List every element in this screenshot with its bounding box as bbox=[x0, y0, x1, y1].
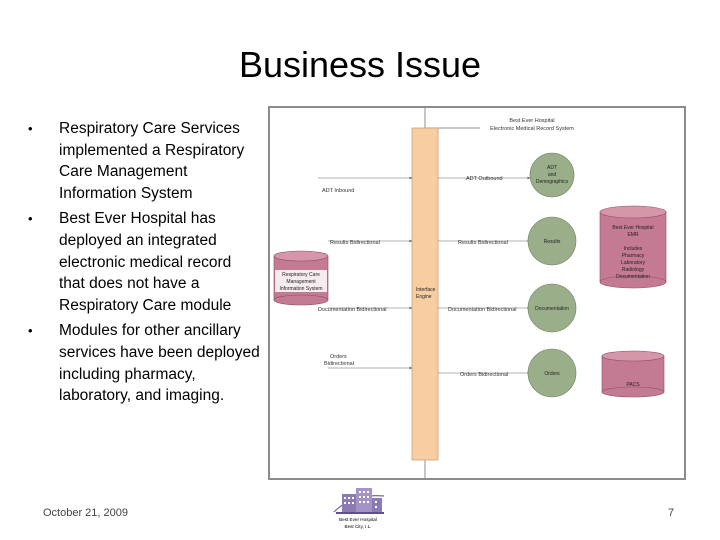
right-orders-label: Orders Bidirectional bbox=[460, 372, 508, 378]
pacs-label: PACS bbox=[626, 382, 640, 388]
bullet-text: Respiratory Care Services implemented a … bbox=[59, 120, 245, 202]
adt-module-line3: Demographics bbox=[536, 179, 569, 185]
right-documentation-label: Documentation Bidirectional bbox=[448, 307, 516, 313]
bullet-text: Best Ever Hospital has deployed an integ… bbox=[59, 210, 232, 314]
rcmis-label-line3: Information System bbox=[279, 286, 322, 292]
diagram-canvas: Best Ever Hospital Electronic Medical Re… bbox=[273, 108, 667, 478]
documentation-module-node bbox=[527, 283, 577, 333]
emr-title-line2: Electronic Medical Record System bbox=[490, 126, 574, 132]
bullet-text: Modules for other ancillary services hav… bbox=[59, 322, 260, 405]
left-results-label: Results Bidirectional bbox=[330, 240, 380, 246]
integration-diagram: Best Ever Hospital Electronic Medical Re… bbox=[268, 106, 686, 480]
bullet-item: • Best Ever Hospital has deployed an int… bbox=[28, 208, 260, 316]
orders-module-node bbox=[527, 348, 577, 398]
bullet-dot: • bbox=[28, 121, 33, 136]
emr-db-line5: Laboratory bbox=[621, 260, 645, 266]
emr-database bbox=[599, 205, 667, 289]
rcmis-database bbox=[273, 250, 329, 306]
logo-text: Best Ever Hospital Best City, I.L. bbox=[320, 516, 396, 530]
adt-inbound-label: ADT Inbound bbox=[322, 188, 354, 194]
rcmis-label-line2: Management bbox=[286, 279, 316, 285]
left-orders-label-line1: Orders bbox=[330, 354, 347, 360]
results-module-label: Results bbox=[544, 239, 561, 245]
adt-module-line2: and bbox=[548, 172, 557, 178]
emr-db-line6: Radiology bbox=[622, 267, 645, 273]
bullet-item: • Modules for other ancillary services h… bbox=[28, 320, 260, 406]
logo-name: Best Ever Hospital bbox=[339, 517, 377, 522]
right-results-label: Results Bidirectional bbox=[458, 240, 508, 246]
bullet-dot: • bbox=[28, 211, 33, 227]
documentation-module-label: Documentation bbox=[535, 306, 569, 312]
results-module-node bbox=[527, 216, 577, 266]
slide-title: Business Issue bbox=[238, 44, 482, 85]
footer-date: October 21, 2009 bbox=[43, 507, 129, 519]
hospital-logo-icon bbox=[333, 488, 385, 514]
page-number: 7 bbox=[668, 507, 675, 519]
bullet-item: • Respiratory Care Services implemented … bbox=[28, 118, 260, 204]
adt-module-node bbox=[529, 152, 575, 198]
emr-db-line1: Best Ever Hospital bbox=[612, 225, 653, 231]
emr-db-line4: Pharmacy bbox=[622, 253, 645, 259]
rcmis-label-line1: Respiratory Care bbox=[282, 272, 320, 278]
emr-db-line7: Documentation bbox=[616, 274, 650, 280]
orders-module-label: Orders bbox=[544, 371, 560, 377]
bullet-list: • Respiratory Care Services implemented … bbox=[28, 118, 260, 411]
logo-city: Best City, I.L. bbox=[344, 524, 372, 529]
emr-db-line3: Includes bbox=[624, 246, 643, 252]
bullet-dot: • bbox=[28, 323, 33, 339]
engine-label-line2: Engine bbox=[416, 294, 432, 300]
pacs-database bbox=[601, 350, 665, 398]
interface-engine-bar bbox=[411, 127, 439, 461]
emr-title-line1: Best Ever Hospital bbox=[509, 118, 554, 124]
engine-label-line1: Interface bbox=[416, 287, 436, 293]
adt-outbound-label: ADT Outbound bbox=[466, 176, 503, 182]
left-orders-label-line2: Bidirectional bbox=[324, 361, 354, 367]
emr-db-line2: EMR bbox=[627, 232, 639, 238]
left-documentation-label: Documentation Bidirectional bbox=[318, 307, 386, 313]
adt-module-line1: ADT bbox=[547, 165, 557, 171]
